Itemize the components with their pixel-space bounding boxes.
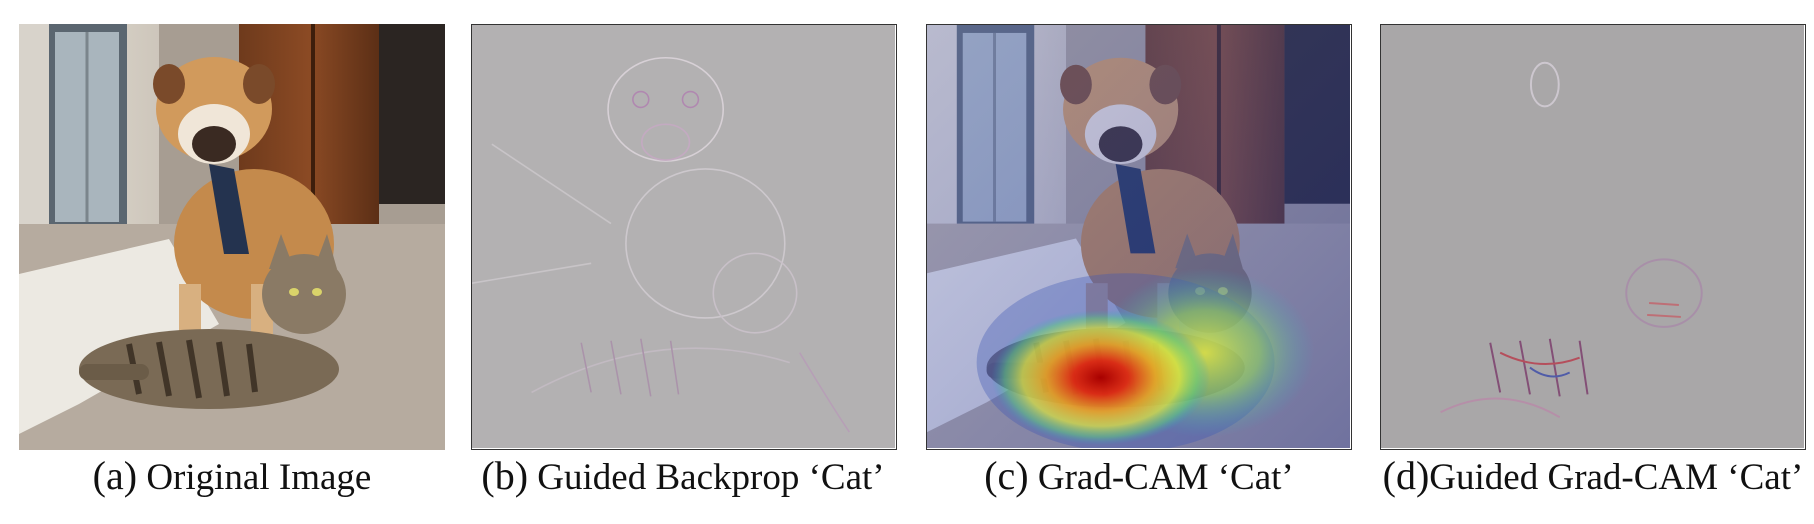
guided-grad-cam-map — [1381, 25, 1804, 448]
original-image — [19, 24, 445, 450]
caption-b: (b) Guided Backprop ‘Cat’ — [463, 452, 903, 499]
caption-d-text: Guided Grad-CAM ‘Cat’ — [1429, 457, 1804, 498]
guided-grad-cam-panel — [1380, 24, 1806, 450]
caption-c-text: Grad-CAM ‘Cat’ — [1037, 457, 1294, 498]
caption-c-tag: (c) — [984, 453, 1029, 498]
caption-a-tag: (a) — [92, 453, 138, 498]
caption-b-text: Guided Backprop ‘Cat’ — [537, 457, 885, 498]
caption-c: (c) Grad-CAM ‘Cat’ — [919, 452, 1359, 499]
guided-backprop-panel — [471, 24, 897, 450]
original-image-panel — [19, 24, 445, 450]
grad-cam-panel — [926, 24, 1352, 450]
caption-d-tag: (d) — [1382, 453, 1430, 498]
caption-a: (a) Original Image — [12, 452, 452, 499]
caption-b-tag: (b) — [481, 453, 529, 498]
caption-d: (d)Guided Grad-CAM ‘Cat’ — [1372, 452, 1814, 499]
caption-a-text: Original Image — [146, 457, 372, 498]
grad-cam-heatmap — [927, 25, 1350, 448]
guided-backprop-map — [472, 25, 895, 448]
